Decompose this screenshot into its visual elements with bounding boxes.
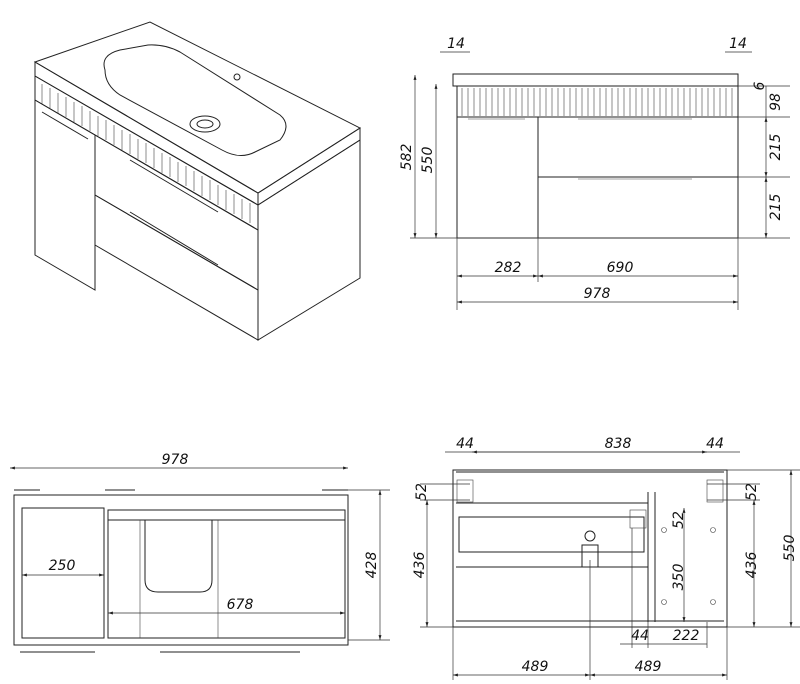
dim-fluted-band: 98 (768, 93, 784, 111)
top-view: 978 250 678 428 (10, 452, 390, 653)
dim-inner-bracket: 52 (671, 511, 687, 529)
dim-right-half: 489 (635, 659, 662, 675)
dim-left-mount-height: 436 (412, 552, 428, 579)
dim-left-half: 489 (522, 659, 549, 675)
dim-door-width: 282 (495, 260, 522, 276)
dim-right-mount-height: 436 (744, 552, 760, 579)
dim-left-overhang: 14 (447, 36, 465, 52)
dim-right-compartment: 678 (227, 597, 254, 613)
dim-countertop-offset: 6 (752, 81, 768, 90)
dim-total-width: 978 (584, 286, 611, 302)
dim-cabinet-height: 550 (782, 535, 798, 562)
dim-right-bracket: 52 (744, 483, 760, 501)
dim-total-width: 978 (162, 452, 189, 468)
isometric-view (33, 21, 362, 341)
dim-left-edge: 44 (456, 436, 474, 452)
dim-total-height: 582 (399, 144, 415, 171)
dim-drawer-width: 690 (607, 260, 634, 276)
dim-mount-span: 838 (605, 436, 632, 452)
dim-panel-gap: 44 (631, 628, 649, 644)
back-view: 44 838 44 52 436 52 436 550 52 350 44 22… (412, 436, 800, 680)
fluted-band (41, 84, 251, 223)
dim-depth: 428 (364, 552, 380, 579)
front-view: 14 14 582 550 6 98 215 215 282 690 978 (399, 36, 790, 310)
dim-cabinet-height: 550 (420, 147, 436, 174)
dim-left-compartment: 250 (49, 558, 76, 574)
dim-drawer-lower: 215 (768, 194, 784, 221)
dim-left-bracket: 52 (414, 483, 430, 501)
dim-drawer-upper: 215 (768, 134, 784, 161)
dim-panel-width: 222 (673, 628, 700, 644)
dim-right-edge: 44 (706, 436, 724, 452)
dim-drain-height: 350 (671, 564, 687, 591)
dim-right-overhang: 14 (729, 36, 747, 52)
